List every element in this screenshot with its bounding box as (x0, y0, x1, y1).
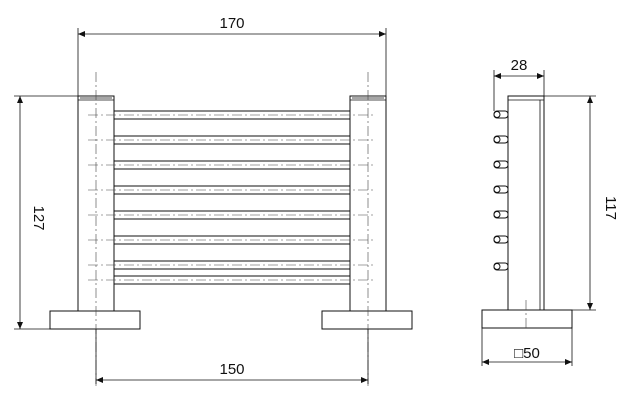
rail-end (493, 262, 509, 271)
side-post (507, 95, 545, 311)
rail (88, 160, 376, 170)
dim-150-label: 150 (219, 361, 244, 378)
dim-127-label: 127 (30, 205, 47, 230)
dim-base-label: □50 (514, 345, 540, 362)
rail-end (493, 185, 509, 194)
dim-170-label: 170 (219, 15, 244, 32)
rail-end (493, 210, 509, 219)
dimension-depth: 28 (493, 57, 545, 111)
rail-end (493, 235, 509, 244)
rail (88, 210, 376, 220)
right-base-plate (321, 310, 413, 330)
dim-117-label: 117 (602, 196, 618, 220)
dim-28-label: 28 (511, 57, 528, 74)
rail-ends (493, 110, 509, 271)
dimension-center-width: 150 (95, 329, 369, 384)
rails (88, 110, 376, 285)
rail (88, 275, 376, 285)
rail (88, 135, 376, 145)
dimension-height: 127 (14, 95, 78, 330)
rail-end (493, 160, 509, 169)
front-view: 170 150 127 (14, 15, 413, 386)
side-base-plate (481, 309, 573, 329)
rail-end (493, 110, 509, 119)
side-view: 28 117 □50 (481, 57, 618, 366)
dimension-side-height: 117 (544, 95, 618, 311)
rail-end (493, 135, 509, 144)
dimension-overall-width: 170 (77, 15, 387, 96)
rail (88, 235, 376, 245)
rail (88, 260, 376, 270)
dimension-base: □50 (481, 328, 573, 366)
rail (88, 110, 376, 120)
left-base-plate (49, 310, 141, 330)
rail (88, 185, 376, 195)
